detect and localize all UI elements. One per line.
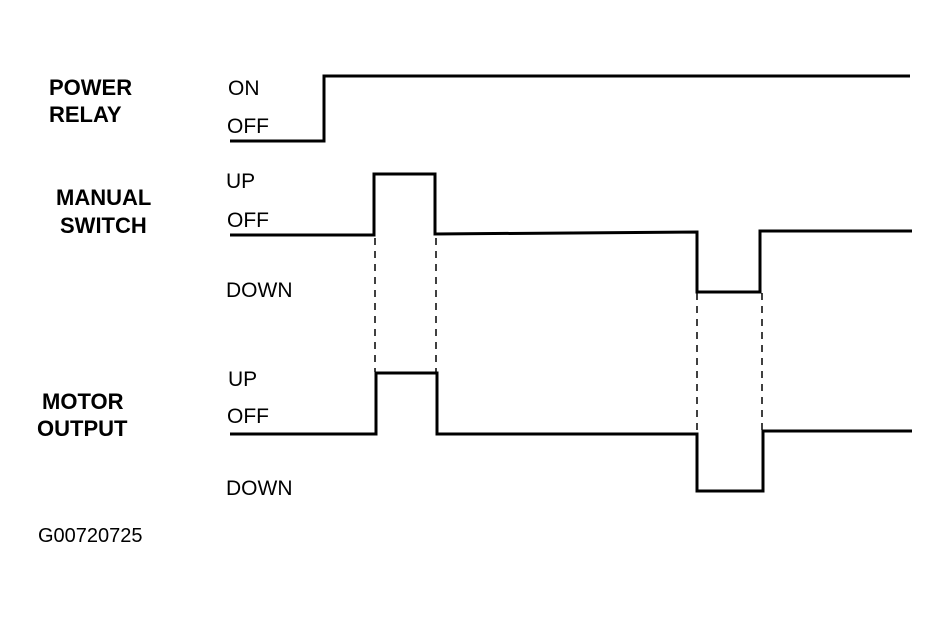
power-relay-label-line2: RELAY — [49, 102, 122, 127]
manual-switch-label-line2: SWITCH — [60, 213, 147, 238]
manual-switch-waveform — [230, 172, 912, 294]
motor-output-off-label: OFF — [227, 405, 269, 428]
manual-switch-up-label: UP — [226, 170, 256, 193]
motor-output-label-line1: MOTOR — [42, 389, 124, 414]
power-relay-on-label: ON — [228, 77, 260, 100]
figure-id: G00720725 — [38, 525, 143, 547]
manual-switch-down-label: DOWN — [226, 279, 293, 302]
motor-output-down-label: DOWN — [226, 477, 293, 500]
motor-output-waveform — [230, 371, 912, 493]
power-relay-waveform — [230, 74, 910, 143]
manual-switch-off-label: OFF — [227, 209, 269, 232]
power-relay-off-label: OFF — [227, 115, 269, 138]
power-relay-label-line1: POWER — [49, 75, 133, 100]
motor-output-up-label: UP — [228, 368, 258, 391]
manual-switch-label-line1: MANUAL — [56, 185, 152, 210]
motor-output-label-line2: OUTPUT — [37, 416, 128, 441]
